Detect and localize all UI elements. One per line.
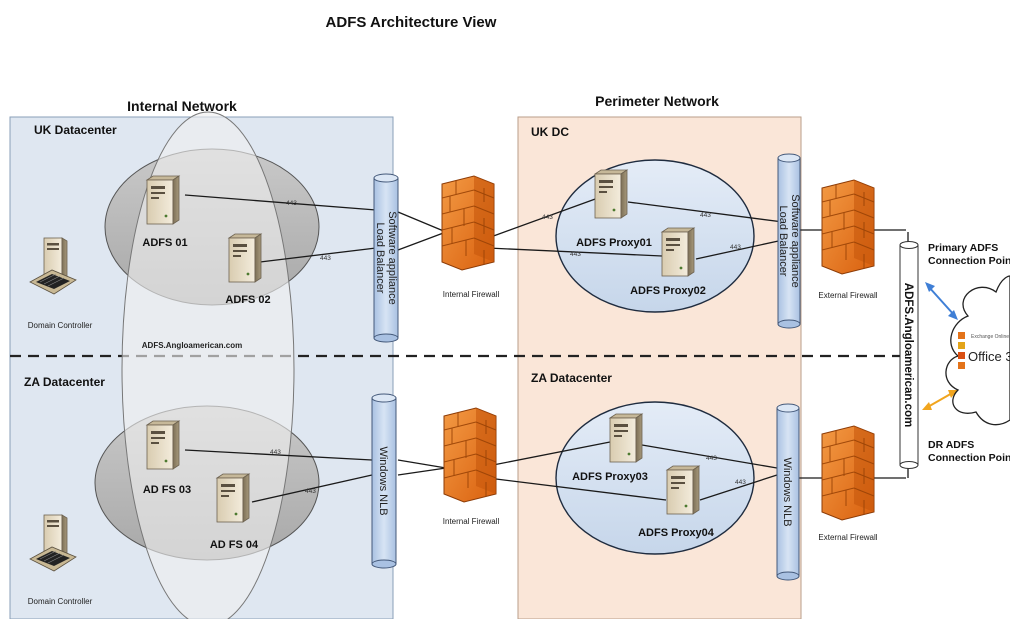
external-firewall-za-icon <box>821 425 875 521</box>
office365-logo-text: Office 365 <box>968 349 1010 364</box>
proxy03-server-icon <box>609 413 643 463</box>
domain-controller-uk-label: Domain Controller <box>28 321 93 330</box>
port-label: 443 <box>700 212 711 219</box>
port-label: 443 <box>706 455 717 462</box>
internal-firewall-uk-label: Internal Firewall <box>443 290 500 299</box>
public-dns-label: ADFS.Angloamerican.com <box>902 283 914 427</box>
za-perimeter-datacenter-label: ZA Datacenter <box>531 371 612 385</box>
external-firewall-uk-icon <box>821 179 875 275</box>
adfs02-server-icon <box>228 233 262 283</box>
port-label: 443 <box>286 200 297 207</box>
port-label: 443 <box>270 449 281 456</box>
adfs04-label: AD FS 04 <box>210 539 259 551</box>
network-links <box>184 194 909 503</box>
proxy01-server-icon <box>594 169 628 219</box>
internal-network-label: Internal Network <box>127 98 237 114</box>
port-label: 443 <box>735 479 746 486</box>
windows-nlb-internal: Windows NLB <box>371 393 397 569</box>
za-proxy-cluster <box>555 401 755 555</box>
adfs01-server-icon <box>146 175 180 225</box>
software-lb-internal-label: Software applianceLoad Balancer <box>374 211 398 305</box>
external-firewall-uk-label: External Firewall <box>818 291 877 300</box>
proxy04-server-icon <box>666 465 700 515</box>
port-labels: 443 443 443 443 443 443 443 443 443 443 <box>270 200 746 495</box>
farm-name-label: ADFS.Angloamerican.com <box>142 341 242 350</box>
adfs01-label: ADFS 01 <box>142 237 187 249</box>
software-lb-internal: Software applianceLoad Balancer <box>373 173 399 343</box>
proxy01-label: ADFS Proxy01 <box>576 237 652 249</box>
adfs03-label: AD FS 03 <box>143 484 191 496</box>
adfs02-label: ADFS 02 <box>225 294 270 306</box>
proxy04-label: ADFS Proxy04 <box>638 527 715 539</box>
primary-connection-arrow <box>925 282 958 320</box>
software-lb-perimeter-label: Software applianceLoad Balancer <box>777 194 801 288</box>
external-firewall-za-label: External Firewall <box>818 533 877 542</box>
adfs03-server-icon <box>146 420 180 470</box>
windows-nlb-internal-label: Windows NLB <box>377 446 389 515</box>
internal-firewall-uk-icon <box>441 175 495 271</box>
adfs04-server-icon <box>216 473 250 523</box>
software-lb-perimeter: Software applianceLoad Balancer <box>777 153 801 329</box>
proxy02-server-icon <box>661 227 695 277</box>
uk-datacenter-label: UK Datacenter <box>34 123 117 137</box>
port-label: 443 <box>542 214 553 221</box>
office365-cloud: Exchange Online Office 365 <box>945 275 1010 426</box>
domain-controller-za-label: Domain Controller <box>28 597 93 606</box>
internal-firewall-za-label: Internal Firewall <box>443 517 500 526</box>
uk-dc-label: UK DC <box>531 125 569 139</box>
windows-nlb-perimeter-label: Windows NLB <box>781 457 793 526</box>
port-label: 443 <box>730 244 741 251</box>
public-dns-endpoint: ADFS.Angloamerican.com <box>899 241 919 469</box>
port-label: 443 <box>320 255 331 262</box>
diagram-title: ADFS Architecture View <box>326 14 497 31</box>
port-label: 443 <box>570 251 581 258</box>
windows-nlb-perimeter: Windows NLB <box>776 403 800 581</box>
port-label: 443 <box>305 488 316 495</box>
proxy03-label: ADFS Proxy03 <box>572 471 648 483</box>
za-datacenter-label: ZA Datacenter <box>24 375 105 389</box>
cloud-caption: Exchange Online <box>971 334 1009 340</box>
proxy02-label: ADFS Proxy02 <box>630 285 706 297</box>
internal-firewall-za-icon <box>443 407 497 503</box>
perimeter-network-label: Perimeter Network <box>595 93 719 109</box>
